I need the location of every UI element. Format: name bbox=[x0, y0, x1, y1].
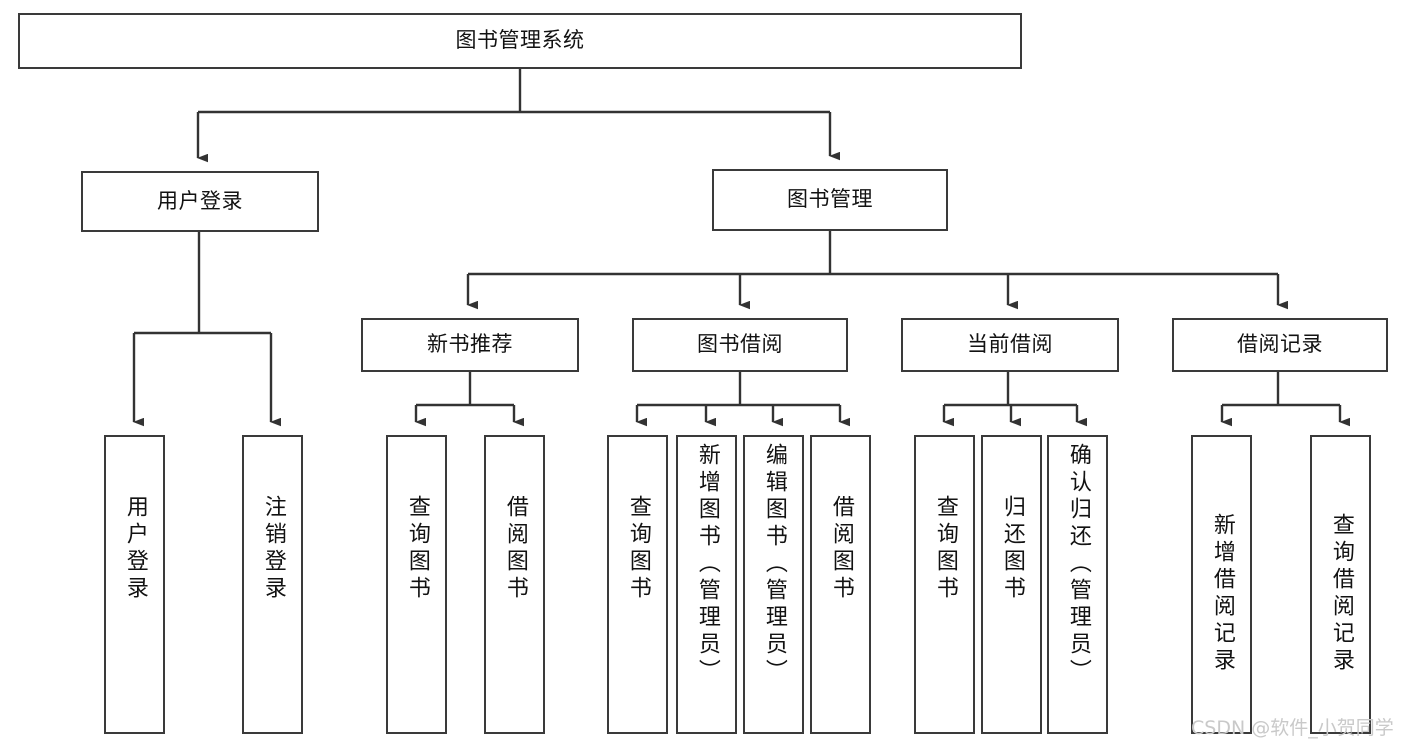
node-borrow-record[interactable]: 借阅记录 bbox=[1172, 318, 1388, 372]
node-book-manage[interactable]: 图书管理 bbox=[712, 169, 948, 231]
node-leaf-borrow-book-1[interactable]: 借阅图书 bbox=[484, 435, 545, 734]
node-leaf-confirm-return-label: 确认归还（管理员） bbox=[1065, 443, 1091, 686]
node-leaf-query-book-2[interactable]: 查询图书 bbox=[607, 435, 668, 734]
node-leaf-add-record-label: 新增借阅记录 bbox=[1209, 513, 1235, 675]
node-borrow-record-label: 借阅记录 bbox=[1237, 332, 1323, 357]
node-leaf-edit-book-label: 编辑图书（管理员） bbox=[761, 443, 787, 686]
node-leaf-logout-label: 注销登录 bbox=[260, 495, 286, 603]
node-leaf-add-book-label: 新增图书（管理员） bbox=[694, 443, 720, 686]
node-leaf-query-book-1-label: 查询图书 bbox=[404, 495, 430, 603]
node-new-book-recommend-label: 新书推荐 bbox=[427, 332, 513, 357]
node-current-borrow[interactable]: 当前借阅 bbox=[901, 318, 1119, 372]
node-book-manage-label: 图书管理 bbox=[787, 187, 873, 212]
node-leaf-query-book-3-label: 查询图书 bbox=[932, 495, 958, 603]
node-leaf-query-record-label: 查询借阅记录 bbox=[1328, 513, 1354, 675]
node-leaf-add-record[interactable]: 新增借阅记录 bbox=[1191, 435, 1252, 734]
node-leaf-user-login-label: 用户登录 bbox=[122, 495, 148, 603]
node-leaf-query-record[interactable]: 查询借阅记录 bbox=[1310, 435, 1371, 734]
node-root-label: 图书管理系统 bbox=[455, 28, 585, 53]
node-leaf-query-book-1[interactable]: 查询图书 bbox=[386, 435, 447, 734]
node-new-book-recommend[interactable]: 新书推荐 bbox=[361, 318, 579, 372]
node-root[interactable]: 图书管理系统 bbox=[18, 13, 1022, 69]
node-leaf-query-book-2-label: 查询图书 bbox=[625, 495, 651, 603]
node-leaf-query-book-3[interactable]: 查询图书 bbox=[914, 435, 975, 734]
node-leaf-confirm-return[interactable]: 确认归还（管理员） bbox=[1047, 435, 1108, 734]
node-leaf-borrow-book-2-label: 借阅图书 bbox=[828, 495, 854, 603]
node-leaf-return-book[interactable]: 归还图书 bbox=[981, 435, 1042, 734]
watermark: CSDN @软件_小贺同学 bbox=[1191, 717, 1394, 739]
node-current-borrow-label: 当前借阅 bbox=[967, 332, 1053, 357]
node-leaf-add-book[interactable]: 新增图书（管理员） bbox=[676, 435, 737, 734]
node-leaf-edit-book[interactable]: 编辑图书（管理员） bbox=[743, 435, 804, 734]
node-book-borrow-label: 图书借阅 bbox=[697, 332, 783, 357]
node-leaf-borrow-book-1-label: 借阅图书 bbox=[502, 495, 528, 603]
node-leaf-return-book-label: 归还图书 bbox=[999, 495, 1025, 603]
node-user-login-label: 用户登录 bbox=[157, 188, 243, 213]
node-book-borrow[interactable]: 图书借阅 bbox=[632, 318, 848, 372]
node-leaf-borrow-book-2[interactable]: 借阅图书 bbox=[810, 435, 871, 734]
node-user-login[interactable]: 用户登录 bbox=[81, 171, 319, 232]
node-leaf-logout[interactable]: 注销登录 bbox=[242, 435, 303, 734]
node-leaf-user-login[interactable]: 用户登录 bbox=[104, 435, 165, 734]
